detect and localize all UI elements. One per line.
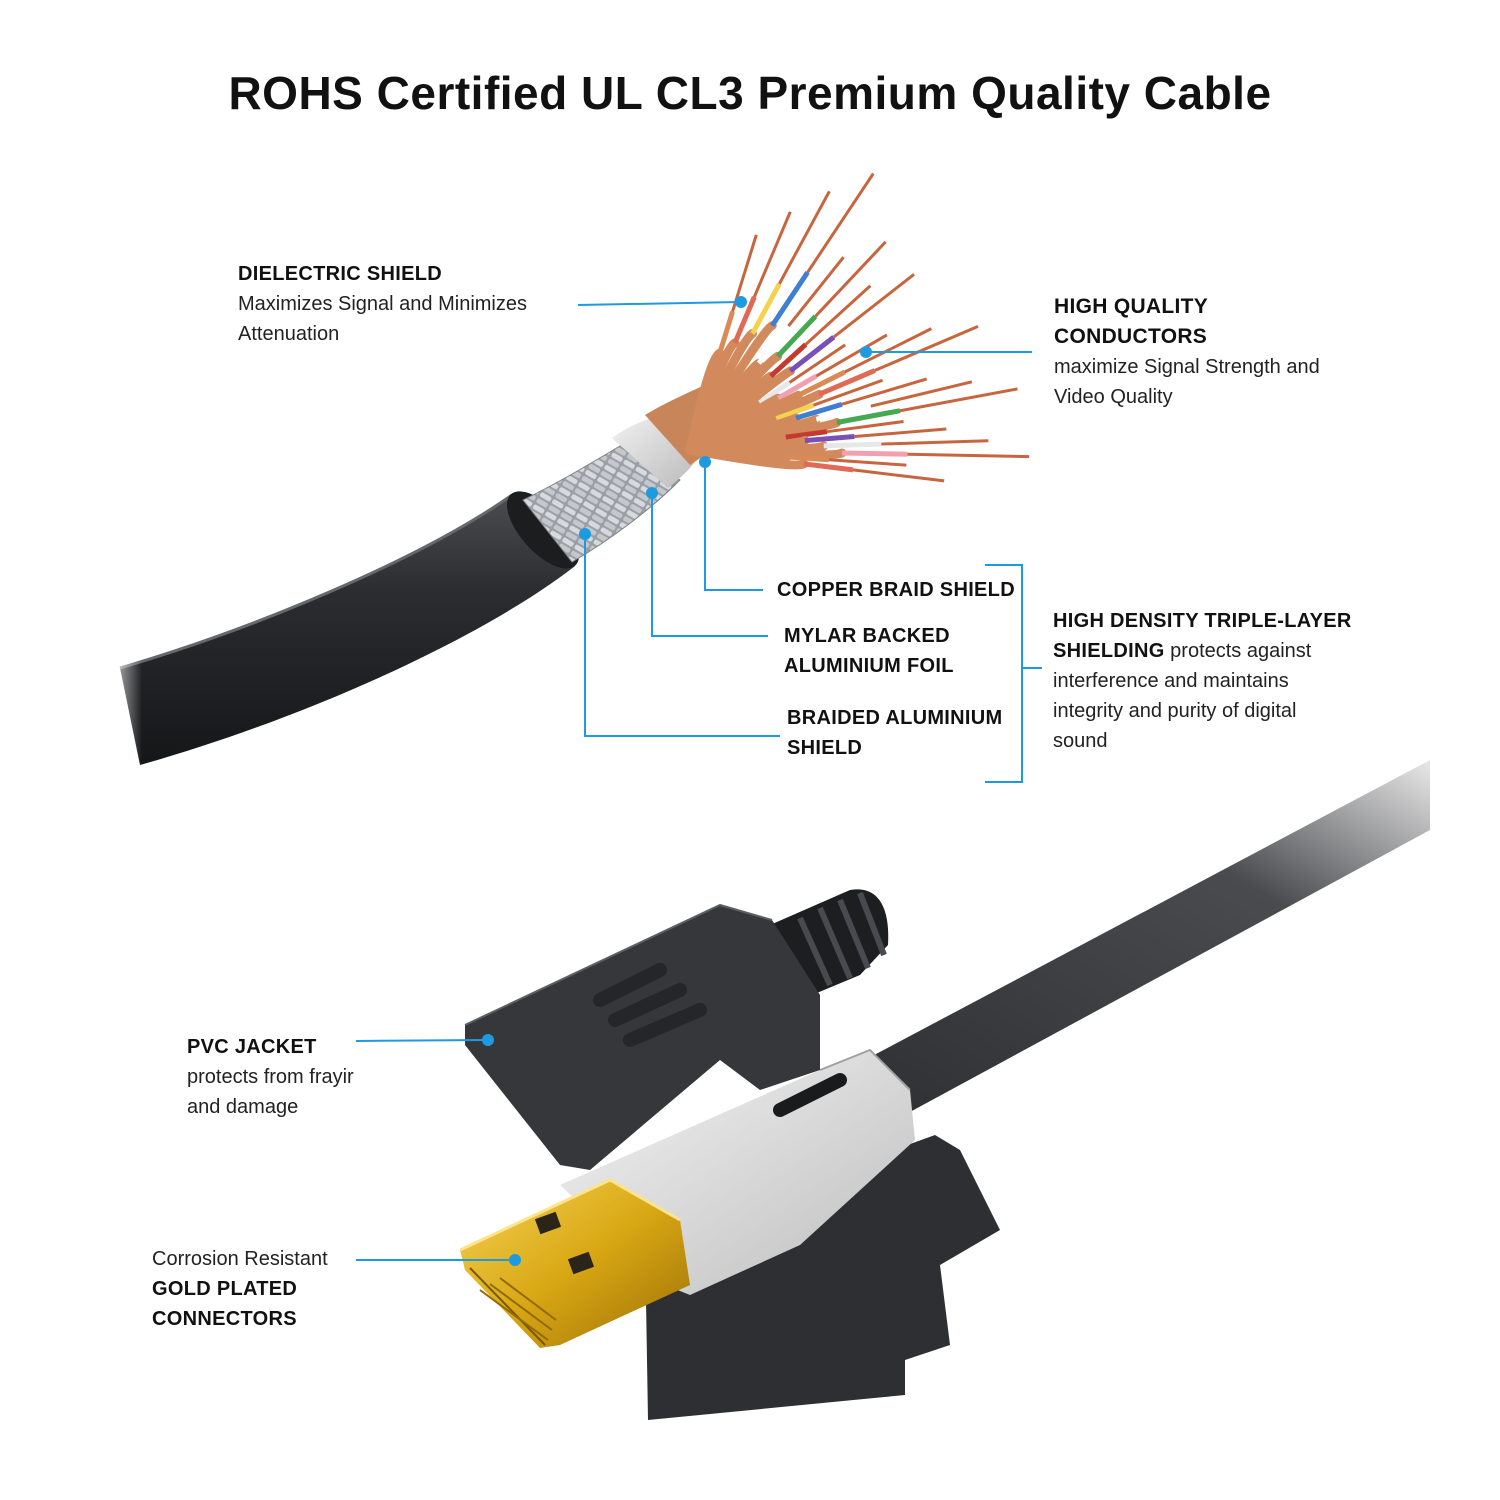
conductor-insulation	[777, 373, 818, 401]
braided-aluminium-label: BRAIDED ALUMINIUM SHIELD	[787, 703, 1002, 763]
pvc-line: and damage	[187, 1096, 299, 1118]
callout-dots	[482, 296, 872, 1266]
conductor-insulation	[795, 401, 843, 421]
copper-conductor	[899, 387, 1018, 413]
conductor-insulation	[797, 369, 846, 398]
conductor-insulation	[818, 368, 876, 397]
conductor-insulation	[770, 270, 810, 327]
copper-conductor	[788, 343, 847, 384]
shielding-heading: HIGH DENSITY TRIPLE-LAYER	[1053, 610, 1352, 632]
copper-conductor	[832, 273, 916, 339]
conductor-insulation	[841, 450, 908, 457]
gold-heading: CONNECTORS	[152, 1308, 297, 1330]
conductor-sleeve	[685, 445, 809, 470]
pvc-jacket-label: PVC JACKET protects from frayir and dama…	[187, 1032, 354, 1122]
dielectric-heading: DIELECTRIC SHIELD	[238, 263, 442, 285]
page-title: ROHS Certified UL CL3 Premium Quality Ca…	[228, 67, 1272, 119]
conductors-line: maximize Signal Strength and	[1054, 356, 1320, 378]
conductor-insulation	[823, 441, 882, 449]
copper-conductor	[778, 190, 831, 285]
triple-layer-shielding-label: HIGH DENSITY TRIPLE-LAYER SHIELDING prot…	[1053, 606, 1352, 756]
copper-conductor	[826, 420, 904, 434]
dielectric-line: Attenuation	[238, 323, 340, 345]
conductor-insulation	[717, 311, 735, 354]
copper-conductor	[852, 468, 945, 483]
conductor-wires-icon	[685, 172, 1030, 483]
mylar-heading: MYLAR BACKED	[784, 625, 950, 647]
copper-conductor	[854, 427, 947, 439]
copper-conductor	[812, 378, 884, 407]
conductor-insulation	[758, 380, 791, 405]
shielding-text: protects against	[1164, 640, 1312, 662]
conductor-insulation	[775, 402, 815, 421]
shielding-line: integrity and purity of digital	[1053, 700, 1297, 722]
pvc-heading: PVC JACKET	[187, 1036, 317, 1058]
copper-conductor	[870, 380, 973, 408]
copper-conductor	[815, 333, 888, 378]
mylar-heading: ALUMINIUM FOIL	[784, 655, 954, 677]
copper-conductor	[752, 211, 792, 298]
copper-conductor	[907, 452, 1030, 459]
conductor-insulation	[769, 342, 808, 378]
gold-line: Corrosion Resistant	[152, 1248, 328, 1270]
copper-conductor	[787, 256, 845, 328]
dielectric-line: Maximizes Signal and Minimizes	[238, 293, 527, 315]
pvc-line: protects from frayir	[187, 1066, 354, 1088]
shielding-heading: SHIELDING	[1053, 640, 1165, 662]
copper-conductor	[828, 458, 907, 467]
conductors-heading: CONDUCTORS	[1054, 325, 1208, 348]
conductor-insulation	[732, 296, 757, 344]
copper-braid-label: COPPER BRAID SHIELD	[777, 575, 1015, 605]
copper-conductor	[874, 324, 979, 372]
conductor-insulation	[756, 324, 791, 365]
mylar-foil-label: MYLAR BACKED ALUMINIUM FOIL	[784, 621, 954, 681]
shielding-line: interference and maintains	[1053, 670, 1289, 692]
dielectric-shield-label: DIELECTRIC SHIELD Maximizes Signal and M…	[238, 259, 527, 349]
braided-heading: SHIELD	[787, 737, 863, 759]
copper-conductor	[806, 172, 875, 274]
conductor-insulation	[803, 461, 854, 473]
copper-conductor	[881, 439, 989, 446]
conductor-insulation	[785, 429, 828, 440]
conductor-insulation	[804, 434, 855, 444]
conductors-line: Video Quality	[1054, 386, 1173, 408]
conductor-insulation	[788, 335, 836, 373]
copper-conductor	[804, 284, 872, 346]
stripped-cable-icon	[100, 380, 735, 790]
conductor-insulation	[786, 454, 829, 463]
copper-conductor	[841, 377, 928, 406]
conductor-insulation	[775, 314, 818, 359]
shielding-line: SHIELDING protects against	[1053, 636, 1352, 666]
callout-lines	[355, 301, 1042, 1261]
shielding-line: sound	[1053, 730, 1108, 752]
conductors-heading: HIGH QUALITY	[1054, 295, 1209, 318]
conductor-insulation	[750, 282, 782, 335]
copper-conductor	[814, 240, 887, 318]
copper-conductor	[844, 327, 933, 374]
hdmi-connector-icon	[459, 760, 1430, 1420]
conductor-insulation	[836, 408, 901, 425]
braided-heading: BRAIDED ALUMINIUM	[787, 707, 1003, 729]
gold-connectors-label: Corrosion Resistant GOLD PLATED CONNECTO…	[152, 1244, 328, 1334]
conductor-insulation	[815, 403, 872, 422]
gold-heading: GOLD PLATED	[152, 1278, 298, 1300]
conductors-label: HIGH QUALITY CONDUCTORS maximize Signal …	[1054, 292, 1320, 412]
copper-braid-heading: COPPER BRAID SHIELD	[777, 579, 1015, 601]
